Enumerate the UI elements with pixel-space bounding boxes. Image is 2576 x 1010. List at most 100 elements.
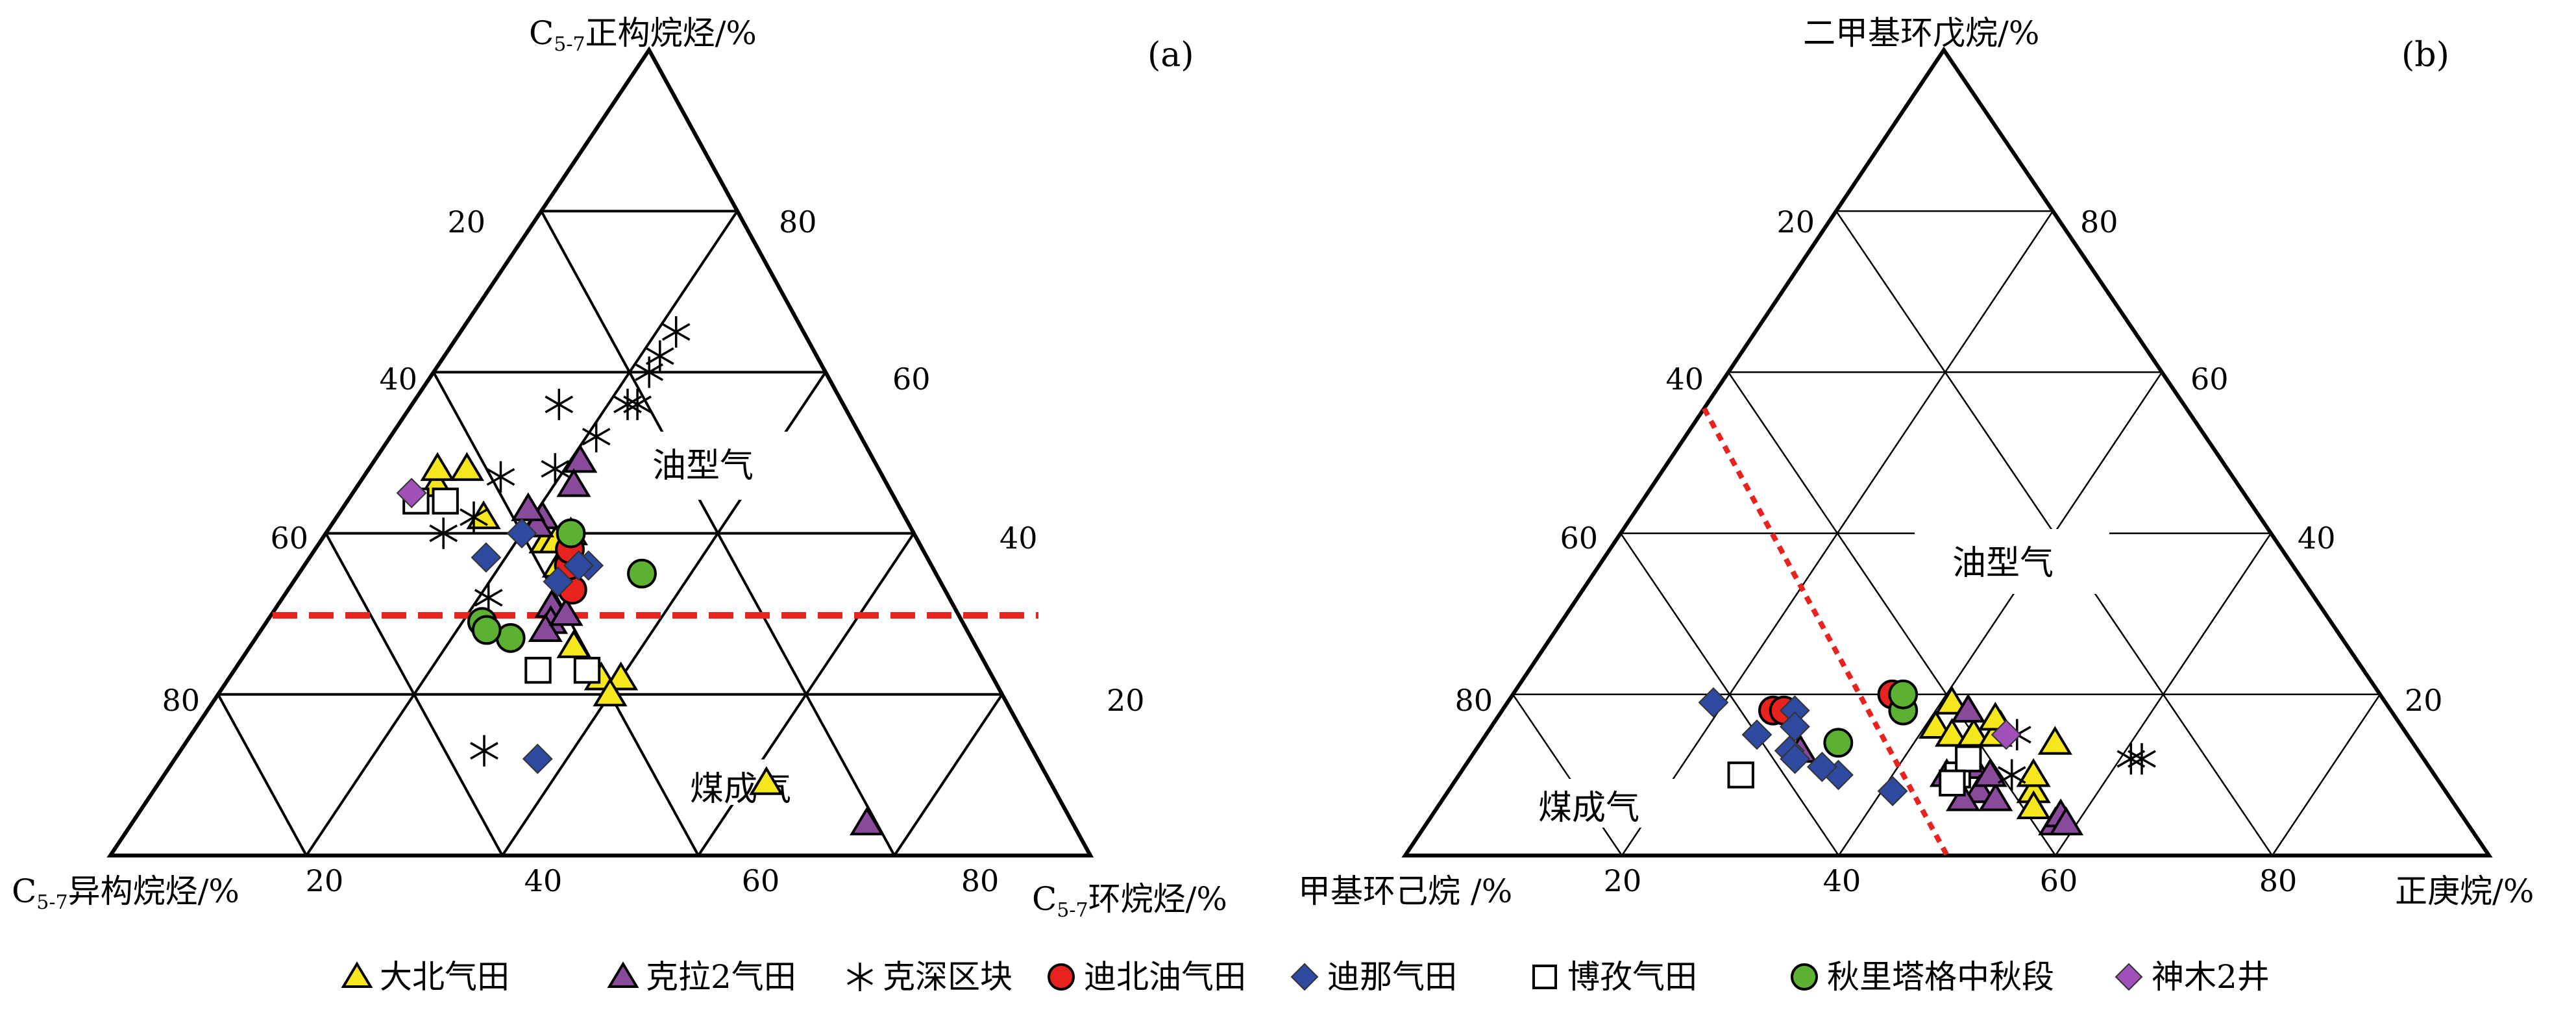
panel-a: 油型气 煤成气 20 40 60 80 80 60 40 20 20 40 60… — [12, 14, 1227, 922]
panel-b-bottom-tick: 60 — [2040, 863, 2078, 898]
legend-item-dabei: 大北气田 — [341, 958, 509, 996]
data-point-dina — [1877, 776, 1908, 807]
panel-b: 油型气 煤成气 20 40 60 80 80 60 40 20 20 40 60… — [1298, 14, 2534, 910]
data-point-dina — [471, 542, 502, 573]
panel-b-left-tick: 40 — [1665, 362, 1704, 397]
legend-item-kela2: 克拉2气田 — [607, 958, 796, 996]
legend-label-dabei: 大北气田 — [380, 958, 509, 996]
panel-a-lower-region-bg — [675, 759, 837, 805]
data-point-keshen — [661, 316, 691, 348]
data-point-dina — [1780, 743, 1811, 774]
grid-line — [2054, 532, 2272, 856]
legend-label-shenmu2: 神木2井 — [2152, 958, 2270, 996]
legend-marker-keshen — [847, 963, 873, 991]
data-point-dabei — [2016, 790, 2051, 820]
data-point-keshen — [582, 421, 611, 452]
legend-item-qiulitage: 秋里塔格中秋段 — [1791, 958, 2054, 996]
panel-b-left-tick: 80 — [1454, 683, 1493, 718]
panel-a-upper-region-bg — [604, 432, 798, 500]
panel-a-left-axis-label: C5-7异构烷烃/% — [12, 872, 239, 914]
data-point-qiulitage — [556, 518, 586, 548]
data-point-dabei — [2016, 758, 2051, 787]
panel-a-bottom-tick: 60 — [742, 863, 780, 898]
data-point-dina — [522, 743, 553, 774]
data-point-keshen — [2128, 743, 2156, 775]
panel-b-data-points — [1698, 679, 2156, 835]
data-point-qiulitage — [627, 558, 657, 589]
legend-marker-kela2 — [607, 961, 639, 988]
grid-line — [325, 532, 504, 856]
data-point-dabei — [2037, 726, 2072, 755]
panel-a-triangle-frame — [106, 46, 1094, 857]
panel-b-triangle-frame — [1401, 46, 2493, 857]
panel-a-bottom-tick: 80 — [961, 863, 1000, 898]
data-point-keshen — [429, 517, 458, 549]
panel-b-upper-region-label: 油型气 — [1952, 544, 2054, 583]
legend-item-bozi: 博孜气田 — [1532, 958, 1697, 996]
data-point-dina — [1779, 711, 1810, 742]
panel-b-right-tick: 40 — [2298, 521, 2336, 556]
legend-item-dibei: 迪北油气田 — [1048, 958, 1246, 996]
panel-b-right-tick: 20 — [2405, 683, 2443, 718]
data-point-keshen — [2116, 743, 2146, 775]
grid-line — [217, 693, 308, 856]
legend-label-qiulitage: 秋里塔格中秋段 — [1827, 958, 2054, 996]
legend-marker-qiulitage — [1791, 963, 1818, 991]
legend-marker-dina — [1290, 963, 1319, 991]
panel-a-data-points — [396, 316, 885, 835]
data-point-dabei — [603, 661, 639, 691]
data-point-keshen — [635, 356, 664, 388]
legend-item-dina: 迪那气田 — [1290, 958, 1457, 996]
panel-a-left-tick: 40 — [379, 362, 417, 397]
data-point-keshen — [545, 388, 574, 421]
data-point-dabei — [1918, 709, 1954, 739]
data-point-dabei — [749, 766, 784, 795]
data-point-kela2 — [1972, 758, 2007, 787]
panel-a-right-tick: 40 — [1000, 521, 1038, 556]
data-point-dina — [1741, 719, 1773, 750]
legend-marker-shenmu2 — [2115, 963, 2143, 991]
data-point-kela2 — [1962, 774, 1997, 804]
data-point-dabei — [593, 677, 628, 707]
data-point-keshen — [460, 501, 488, 533]
panel-b-bottom-tick: 80 — [2259, 863, 2298, 898]
data-point-bozi — [573, 656, 601, 684]
panel-b-right-axis-label: 正庚烷/% — [2395, 872, 2534, 910]
data-point-keshen — [474, 582, 503, 614]
data-point-bozi — [1939, 769, 1966, 797]
panel-b-lower-region-bg — [1525, 779, 1687, 828]
panel-b-top-axis-label: 二甲基环戊烷/% — [1803, 14, 2039, 52]
legend-item-keshen: 克深区块 — [847, 958, 1012, 996]
data-point-bozi — [524, 656, 552, 684]
panel-a-top-axis-label: C5-7正构烷烃/% — [529, 14, 757, 56]
data-point-dina — [563, 550, 595, 581]
data-point-qiulitage — [1888, 679, 1919, 709]
data-point-bozi — [1727, 761, 1754, 789]
grid-line — [1727, 371, 2057, 856]
legend-marker-dibei — [1048, 963, 1075, 991]
legend-label-kela2: 克拉2气田 — [646, 958, 796, 996]
data-point-kela2 — [548, 597, 583, 626]
data-point-dabei — [1934, 685, 1970, 715]
data-point-dina — [543, 566, 574, 597]
panel-b-left-tick: 60 — [1560, 521, 1598, 556]
data-point-dabei — [1956, 717, 1991, 747]
legend-label-dibei: 迪北油气田 — [1084, 958, 1246, 996]
panel-b-lower-region-label: 煤成气 — [1538, 789, 1639, 828]
data-point-dabei — [449, 452, 485, 481]
grid-line — [1837, 371, 2163, 856]
panel-b-bottom-tick: 40 — [1823, 863, 1861, 898]
legend-label-bozi: 博孜气田 — [1567, 958, 1697, 996]
data-point-keshen — [1997, 759, 2026, 791]
panel-a-right-tick: 80 — [779, 204, 817, 240]
data-point-bozi — [1955, 745, 1982, 772]
legend-marker-bozi — [1532, 965, 1557, 989]
panel-a-tag: (a) — [1147, 36, 1194, 75]
data-point-keshen — [541, 453, 570, 485]
data-point-keshen — [470, 735, 498, 767]
panel-b-left-tick: 20 — [1776, 204, 1815, 240]
data-point-dina — [506, 518, 537, 549]
data-point-kela2 — [2048, 806, 2084, 835]
panel-b-tag: (b) — [2401, 36, 2449, 75]
